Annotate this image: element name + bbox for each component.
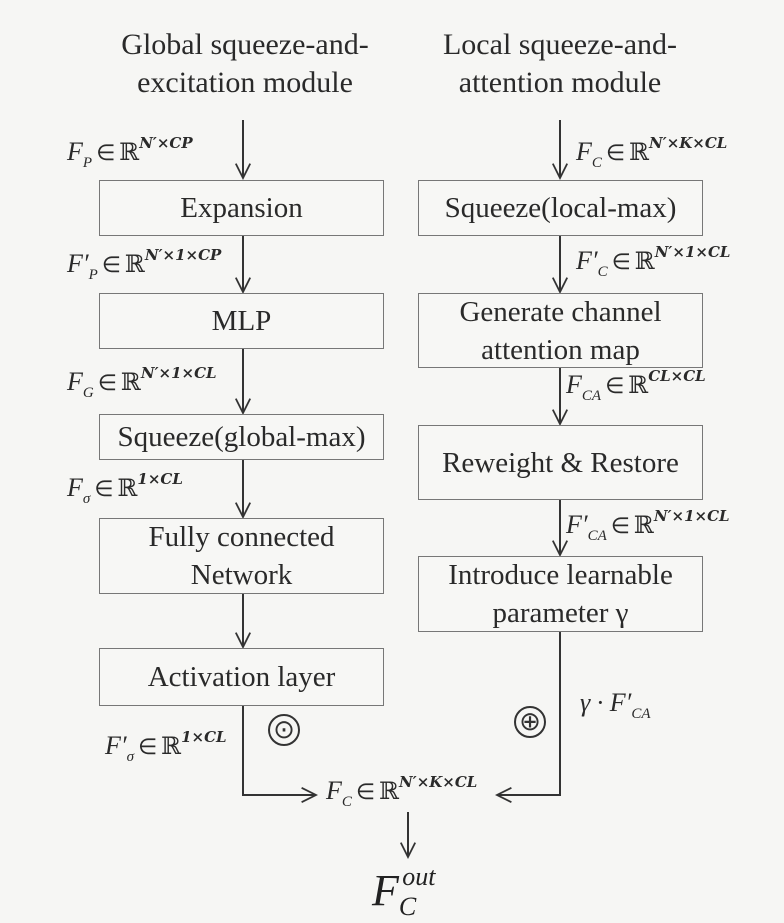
global-heading-line-1: Global squeeze-and- — [121, 28, 369, 61]
output-subscript: C — [398, 892, 417, 921]
label-fg: FG∈ℝN′×1×CL — [67, 364, 217, 402]
label-prime: ′ — [625, 688, 632, 717]
arrow-gamma-to-merge — [497, 632, 561, 795]
label-subscript: CA — [581, 388, 602, 404]
real-set-symbol: ℝ — [161, 732, 182, 760]
element-of-symbol: ∈ — [611, 250, 631, 275]
output-label: FCout — [372, 862, 435, 922]
label-subscript: σ — [126, 749, 134, 765]
element-of-symbol: ∈ — [97, 371, 117, 396]
reweight-restore-box: Reweight & Restore — [418, 425, 703, 500]
real-set-symbol: ℝ — [633, 511, 654, 539]
label-subscript: σ — [82, 491, 91, 507]
label-fc-prime: F′C∈ℝN′×1×CL — [576, 243, 730, 281]
label-symbol: F — [67, 137, 83, 166]
element-of-symbol: ∈ — [137, 735, 158, 760]
label-prime: ′ — [591, 246, 598, 275]
label-fsigma: Fσ∈ℝ1×CL — [67, 470, 183, 508]
label-symbol: F — [67, 367, 83, 396]
label-subscript: C — [597, 264, 608, 280]
squeeze-global-max-box: Squeeze(global-max) — [99, 414, 384, 460]
real-set-symbol: ℝ — [629, 138, 650, 166]
label-fc: FC∈ℝN′×K×CL — [576, 134, 727, 172]
label-prime: ′ — [581, 510, 588, 539]
real-set-symbol: ℝ — [634, 247, 655, 275]
label-subscript: P — [82, 155, 93, 171]
label-dimensions: N′×K×CL — [399, 773, 478, 791]
label-fsigma-prime: F′σ∈ℝ1×CL — [105, 728, 227, 766]
activation-layer-box: Activation layer — [99, 648, 384, 706]
real-set-symbol: ℝ — [119, 138, 140, 166]
label-fca-prime: F′CA∈ℝN′×1×CL — [566, 507, 730, 545]
label-symbol: γ · F — [580, 688, 626, 717]
mlp-box: MLP — [99, 293, 384, 349]
label-symbol: F — [105, 731, 121, 760]
label-gamma-fca: γ · F′CA — [580, 688, 651, 723]
label-dimensions: N′×K×CL — [649, 134, 728, 152]
local-heading-line-1: Local squeeze-and- — [442, 28, 678, 61]
label-fp: FP∈ℝN′×CP — [67, 134, 193, 172]
real-set-symbol: ℝ — [124, 250, 145, 278]
label-symbol: F — [67, 473, 83, 502]
local-module-heading: Local squeeze-and- attention module — [410, 26, 710, 102]
global-heading-line-2: excitation module — [137, 66, 353, 99]
label-dimensions: N′×CP — [139, 134, 193, 152]
label-symbol: F — [566, 370, 582, 399]
label-prime: ′ — [82, 249, 89, 278]
generate-channel-attention-map-box: Generate channel attention map — [418, 293, 703, 368]
label-symbol: F — [576, 137, 592, 166]
elementwise-product-icon: ⊙ — [268, 714, 300, 746]
output-superscript: out — [402, 862, 436, 891]
element-of-symbol: ∈ — [605, 374, 625, 399]
label-fc-merge: FC∈ℝN′×K×CL — [326, 773, 477, 811]
label-subscript: CA — [631, 706, 651, 722]
label-dimensions: 1×CL — [181, 728, 227, 746]
fully-connected-network-box: Fully connected Network — [99, 518, 384, 594]
label-dimensions: 1×CL — [137, 470, 183, 488]
label-dimensions: CL×CL — [648, 367, 706, 385]
introduce-learnable-parameter-box: Introduce learnable parameter γ — [418, 556, 703, 632]
element-of-symbol: ∈ — [355, 780, 376, 805]
output-symbol: F — [372, 866, 399, 915]
label-dimensions: N′×1×CL — [653, 507, 730, 525]
label-subscript: C — [591, 155, 602, 171]
real-set-symbol: ℝ — [628, 371, 649, 399]
element-of-symbol: ∈ — [101, 253, 121, 278]
elementwise-sum-icon: ⊕ — [514, 706, 546, 738]
label-dimensions: N′×1×CL — [140, 364, 217, 382]
arrow-activation-to-merge — [242, 706, 316, 795]
label-symbol: F — [326, 776, 342, 805]
element-of-symbol: ∈ — [94, 477, 114, 502]
label-fp-prime: F′P∈ℝN′×1×CP — [67, 246, 221, 284]
global-module-heading: Global squeeze-and- excitation module — [80, 26, 410, 102]
real-set-symbol: ℝ — [117, 474, 138, 502]
element-of-symbol: ∈ — [96, 141, 116, 166]
label-symbol: F — [67, 249, 83, 278]
label-dimensions: N′×1×CL — [654, 243, 731, 261]
label-subscript: P — [88, 267, 98, 283]
squeeze-local-max-box: Squeeze(local-max) — [418, 180, 703, 236]
local-heading-line-2: attention module — [458, 66, 662, 99]
expansion-box: Expansion — [99, 180, 384, 236]
label-symbol: F — [566, 510, 582, 539]
label-subscript: G — [82, 385, 94, 401]
label-subscript: CA — [587, 528, 607, 544]
label-prime: ′ — [120, 731, 127, 760]
real-set-symbol: ℝ — [379, 777, 400, 805]
label-symbol: F — [576, 246, 592, 275]
real-set-symbol: ℝ — [120, 368, 141, 396]
label-fca: FCA∈ℝCL×CL — [566, 367, 706, 405]
element-of-symbol: ∈ — [610, 514, 630, 539]
element-of-symbol: ∈ — [605, 141, 626, 166]
label-subscript: C — [341, 794, 352, 810]
label-dimensions: N′×1×CP — [144, 246, 222, 264]
